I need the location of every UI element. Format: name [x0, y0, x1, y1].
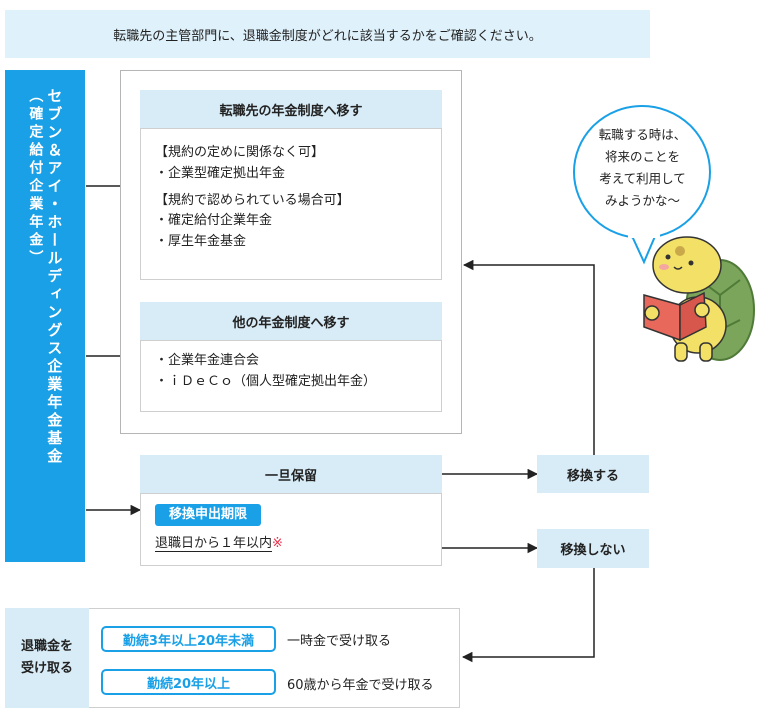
tenure-badge-long: 勤続20年以上	[101, 669, 276, 695]
payout-lump-sum: 一時金で受け取る	[287, 630, 391, 649]
hold-header: 一旦保留	[140, 455, 442, 493]
tenure-badge-label: 勤続20年以上	[146, 676, 231, 692]
fund-title: セブン＆アイ・ホールディングス企業年金基金	[45, 88, 64, 466]
box2-line: ・企業年金連合会	[155, 353, 260, 368]
box2-body: ・企業年金連合会 ・ｉＤｅＣｏ（個人型確定拠出年金）	[140, 340, 442, 412]
box1-header: 転職先の年金制度へ移す	[140, 90, 442, 128]
box1-line: ・厚生年金基金	[155, 234, 247, 250]
box1-line: 【規約の定めに関係なく可】	[155, 145, 325, 160]
payout-text: 一時金で受け取る	[287, 634, 392, 649]
tenure-badge-short: 勤続3年以上20年未満	[101, 626, 276, 652]
instruction-banner: 転職先の主管部門に、退職金制度がどれに該当するかをご確認ください。	[5, 10, 650, 58]
arrow-transfer-up	[462, 259, 595, 455]
receive-label: 退職金を 受け取る	[5, 608, 89, 708]
deadline-label: 移換申出期限	[168, 506, 247, 522]
transfer-label: 移換する	[566, 468, 619, 484]
receive-label-line1: 退職金を	[20, 638, 73, 654]
tenure-badge-label: 勤続3年以上20年未満	[122, 633, 255, 649]
deadline-mark: ※	[272, 536, 283, 551]
box1-line: 【規約で認められている場合可】	[155, 192, 350, 208]
bubble-line: 転職する時は、	[598, 127, 687, 142]
payout-text: 60歳から年金で受け取る	[287, 678, 434, 693]
banner-text: 転職先の主管部門に、退職金制度がどれに該当するかをご確認ください。	[113, 28, 542, 44]
bubble-line: 考えて利用して	[599, 170, 686, 186]
deadline-badge: 移換申出期限	[155, 504, 261, 526]
box2-line: ・ｉＤｅＣｏ（個人型確定拠出年金）	[155, 373, 377, 389]
no-transfer-box: 移換しない	[537, 529, 649, 568]
receive-label-line2: 受け取る	[20, 661, 73, 676]
no-transfer-label: 移換しない	[560, 543, 626, 558]
transfer-box: 移換する	[537, 455, 649, 493]
hold-body: 移換申出期限 退職日から１年以内※	[140, 493, 442, 566]
box1-line: ・企業型確定拠出年金	[155, 165, 286, 181]
deadline-line: 退職日から１年以内※	[155, 534, 283, 555]
fund-vertical-label: セブン＆アイ・ホールディングス企業年金基金 （確定給付企業年金）	[5, 70, 85, 562]
speech-bubble	[573, 105, 711, 265]
arrow-no-transfer-down	[461, 568, 595, 663]
box2-title: 他の年金制度へ移す	[232, 315, 350, 331]
box1-body: 【規約の定めに関係なく可】 ・企業型確定拠出年金 【規約で認められている場合可】…	[140, 128, 442, 280]
bubble-line: 将来のことを	[604, 148, 680, 164]
turtle-mascot-illustration	[643, 236, 755, 362]
box1-line: ・確定給付企業年金	[155, 213, 273, 229]
bubble-line: みようかな～	[604, 192, 680, 208]
fund-subtitle: （確定給付企業年金）	[27, 88, 44, 268]
deadline-text: 退職日から１年以内	[155, 536, 273, 552]
payout-annuity: 60歳から年金で受け取る	[287, 674, 434, 693]
box2-header: 他の年金制度へ移す	[140, 302, 442, 340]
speech-bubble-text: 転職する時は、 将来のことを 考えて利用して みようかな～	[580, 124, 705, 212]
hold-title: 一旦保留	[264, 468, 317, 484]
box1-title: 転職先の年金制度へ移す	[219, 103, 363, 119]
